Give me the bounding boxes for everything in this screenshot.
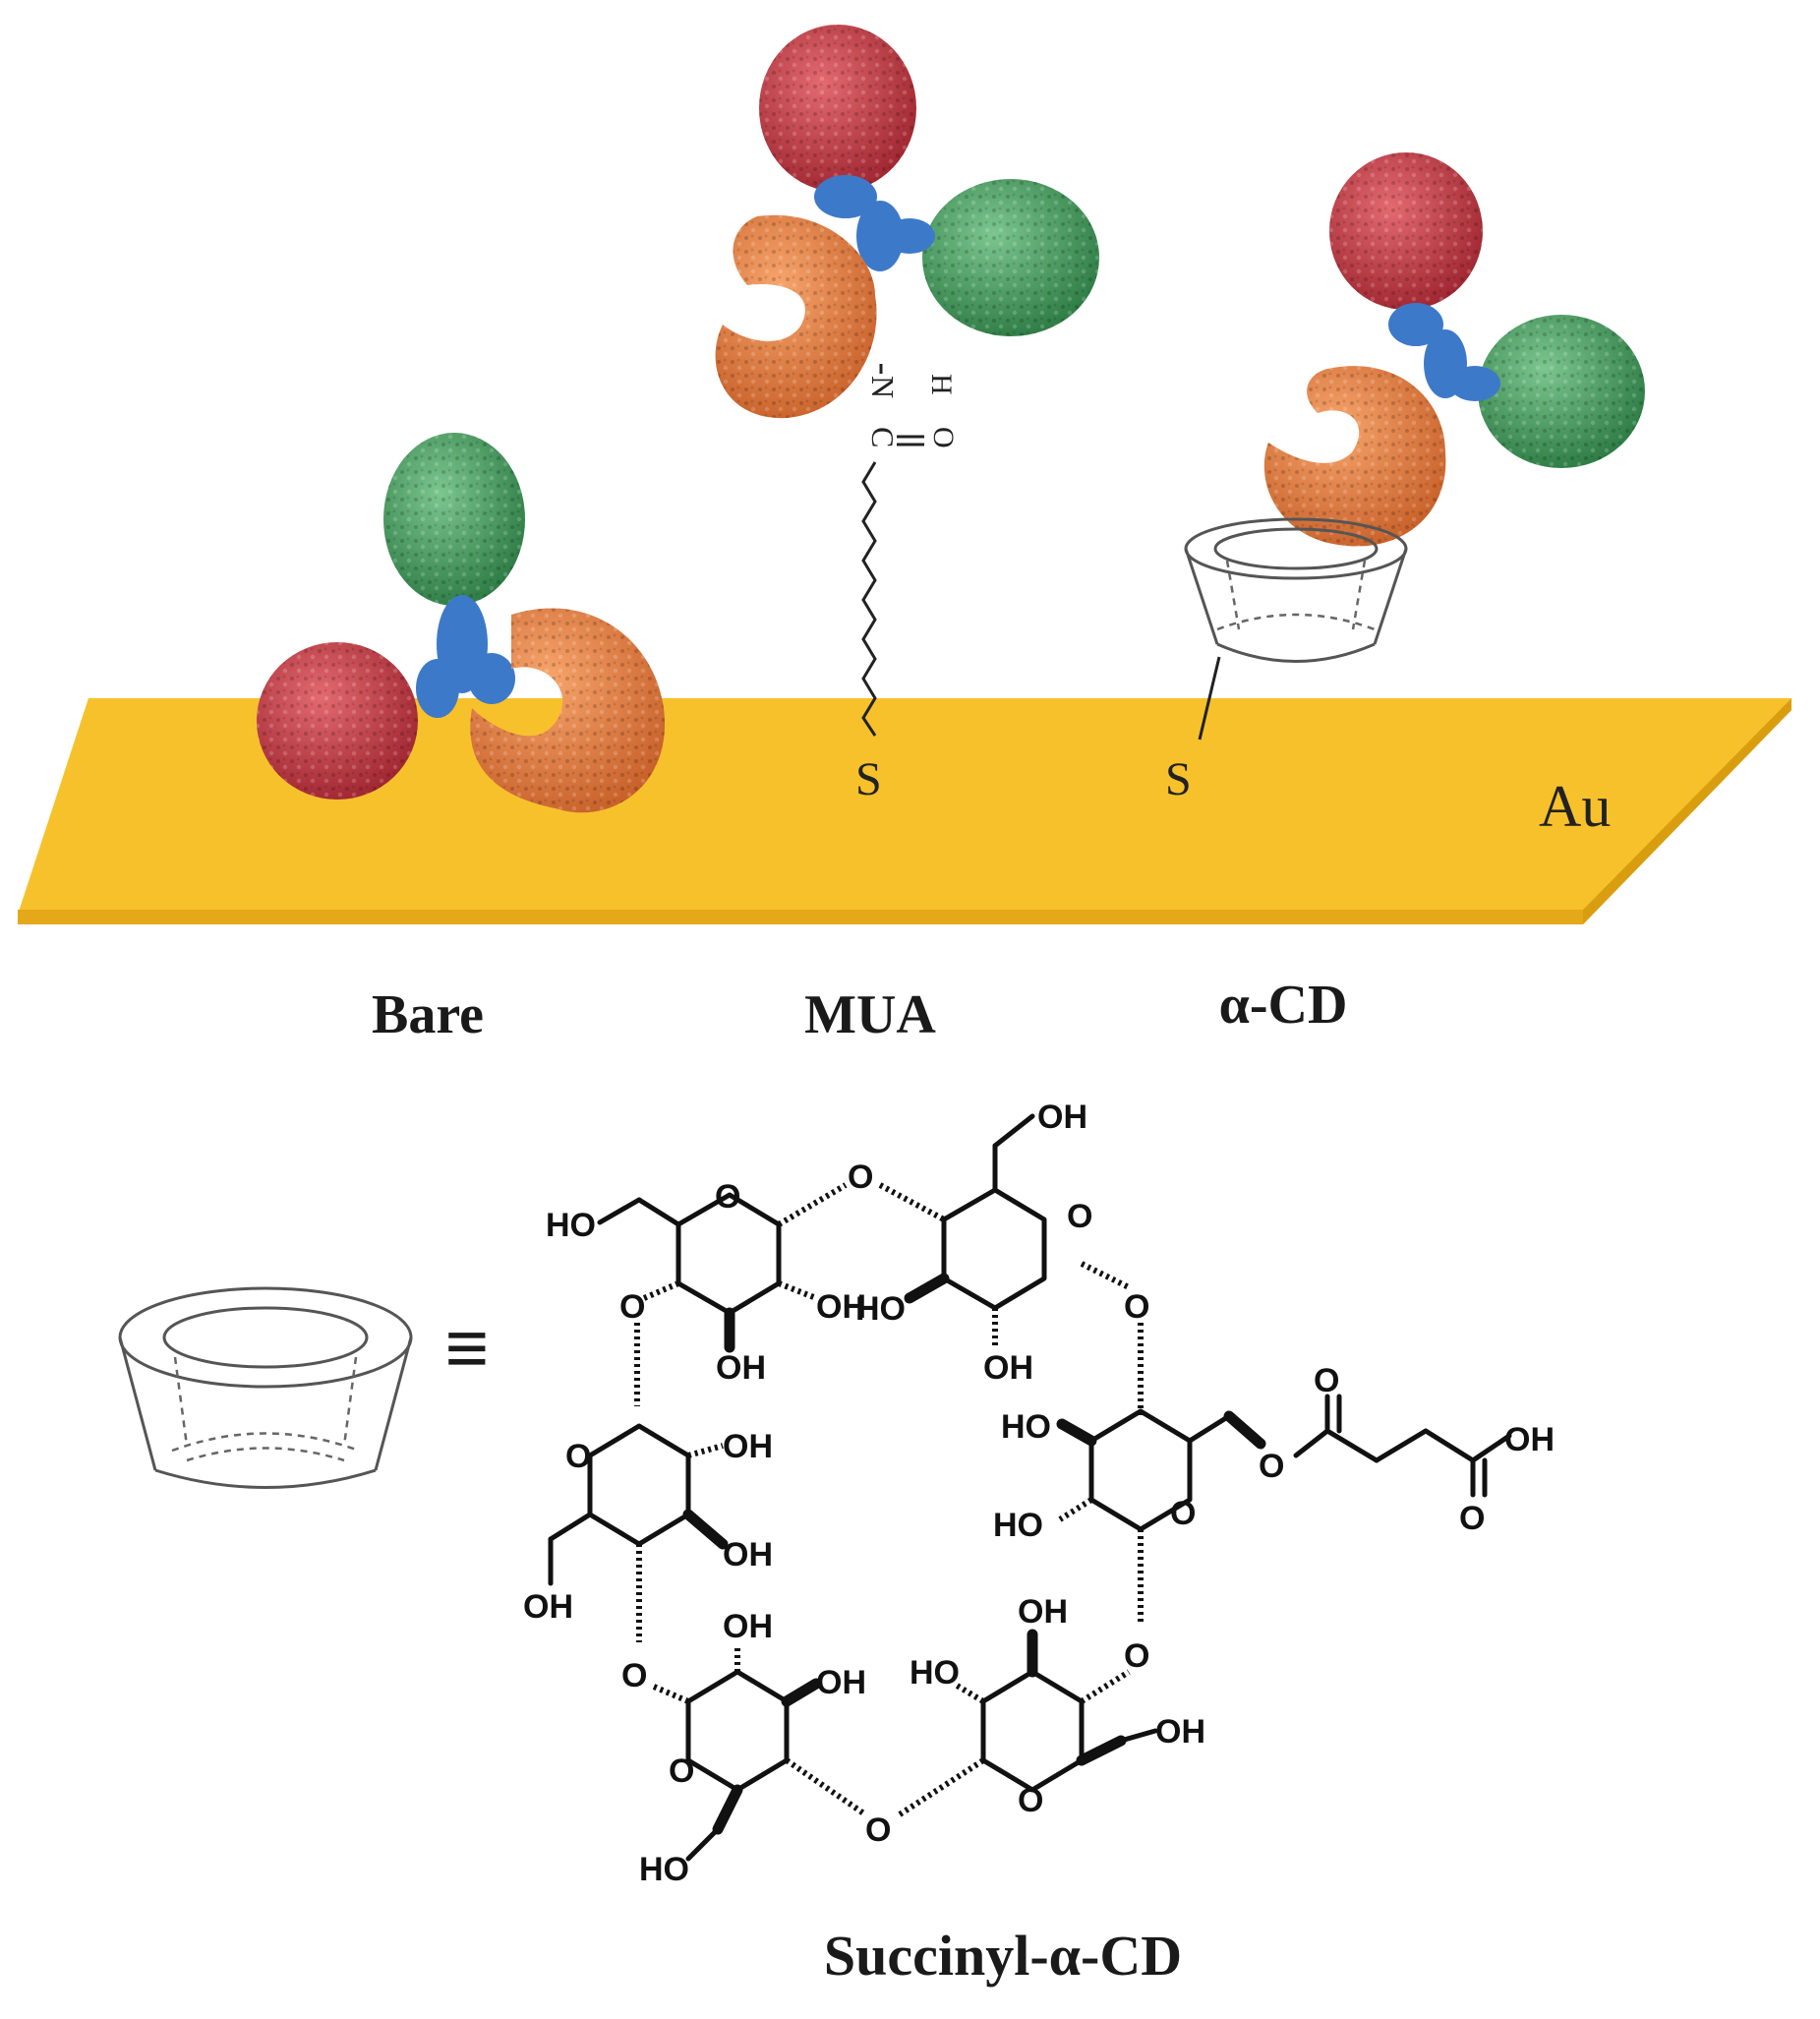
equivalence-symbol: ≡ xyxy=(444,1306,490,1393)
atom-o-ring3: O xyxy=(565,1438,591,1475)
atom-o-ester: O xyxy=(1259,1448,1284,1485)
succinyl-cd-structure: O HO O OH OH O O OH HO OH O O OH OH xyxy=(523,1099,1555,1888)
oh-ring5-top: OH xyxy=(723,1608,773,1645)
oh-ring2-top: OH xyxy=(1037,1099,1087,1136)
oh-ring2-bottom: OH xyxy=(983,1349,1033,1387)
alkyl-chain xyxy=(861,461,877,737)
oh-ring6-right: OH xyxy=(1155,1713,1205,1751)
atom-o-carbonyl-1: O xyxy=(1314,1362,1339,1399)
fc-orange-mua xyxy=(715,214,877,419)
fab-green-mua xyxy=(922,179,1099,336)
fab-red-bare xyxy=(257,642,418,800)
ho-ring1-top: HO xyxy=(546,1207,596,1244)
atom-o-ring3-bottom: O xyxy=(621,1657,647,1694)
atom-o-ring4: O xyxy=(1170,1495,1196,1532)
oh-ring1-bottom: OH xyxy=(716,1349,766,1387)
cyclodextrin-cup-legend xyxy=(118,1286,413,1489)
atom-o-ring2-right: O xyxy=(1124,1288,1149,1326)
ho-ring2-left: HO xyxy=(855,1290,906,1328)
oh-ring5-right: OH xyxy=(816,1664,866,1701)
ho-ring6-left: HO xyxy=(910,1654,960,1692)
ho-ring4-top: HO xyxy=(1001,1408,1051,1446)
oh-ring3-top: OH xyxy=(723,1428,773,1465)
atom-o-ring5: O xyxy=(669,1752,694,1790)
surface-label: Au xyxy=(1539,774,1611,839)
atom-o-ring6: O xyxy=(1018,1782,1043,1819)
oh-ring3-right: OH xyxy=(723,1536,773,1574)
fab-green-acd xyxy=(1478,315,1645,468)
amide-h: H xyxy=(925,374,958,395)
ho-ring4-bottom: HO xyxy=(993,1507,1043,1544)
gold-surface: Au xyxy=(18,698,1791,924)
fab-red-acd xyxy=(1329,152,1483,310)
atom-o-carbonyl-2: O xyxy=(1459,1500,1485,1537)
hinge-blue-bare xyxy=(416,595,515,718)
atom-o-ring4-bottom: O xyxy=(1124,1637,1149,1675)
atom-o-bridge-bottom: O xyxy=(865,1811,891,1849)
label-bare: Bare xyxy=(372,984,484,1045)
fab-red-mua xyxy=(759,25,916,192)
antibody-bare xyxy=(257,433,666,813)
oh-ring3-bottom: OH xyxy=(523,1588,573,1626)
cyclodextrin-cup-top xyxy=(1184,517,1408,663)
molecule-name: Succinyl-α-CD xyxy=(824,1924,1182,1988)
fc-orange-acd xyxy=(1263,366,1446,547)
amide-n: N xyxy=(865,376,901,398)
amide-c: C xyxy=(865,427,901,447)
atom-o-ring1: O xyxy=(715,1178,740,1216)
label-mua: MUA xyxy=(804,984,936,1045)
amide-linker: H N C O xyxy=(865,364,960,448)
sulfur-acd: S xyxy=(1165,753,1192,805)
atom-o-bridge-top: O xyxy=(848,1158,873,1196)
amide-o: O xyxy=(927,427,960,448)
oh-carboxyl: OH xyxy=(1504,1421,1555,1458)
antibody-mua: H N C O S xyxy=(715,25,1099,805)
atom-o-ring2: O xyxy=(1067,1198,1092,1235)
hinge-blue-mua xyxy=(814,175,935,271)
atom-o-ring1-left: O xyxy=(619,1288,645,1326)
ho-ring5-bottom: HO xyxy=(639,1851,689,1888)
hinge-blue-acd xyxy=(1388,303,1500,401)
cd-thiol-tether xyxy=(1198,656,1221,741)
fab-green-bare xyxy=(383,433,525,606)
oh-ring1-right: OH xyxy=(816,1288,866,1326)
oh-ring6-top: OH xyxy=(1018,1593,1068,1631)
antibody-acd: S xyxy=(1165,152,1645,805)
fc-orange-bare xyxy=(470,608,666,813)
label-acd: α-CD xyxy=(1219,975,1348,1036)
sulfur-mua: S xyxy=(855,753,882,805)
